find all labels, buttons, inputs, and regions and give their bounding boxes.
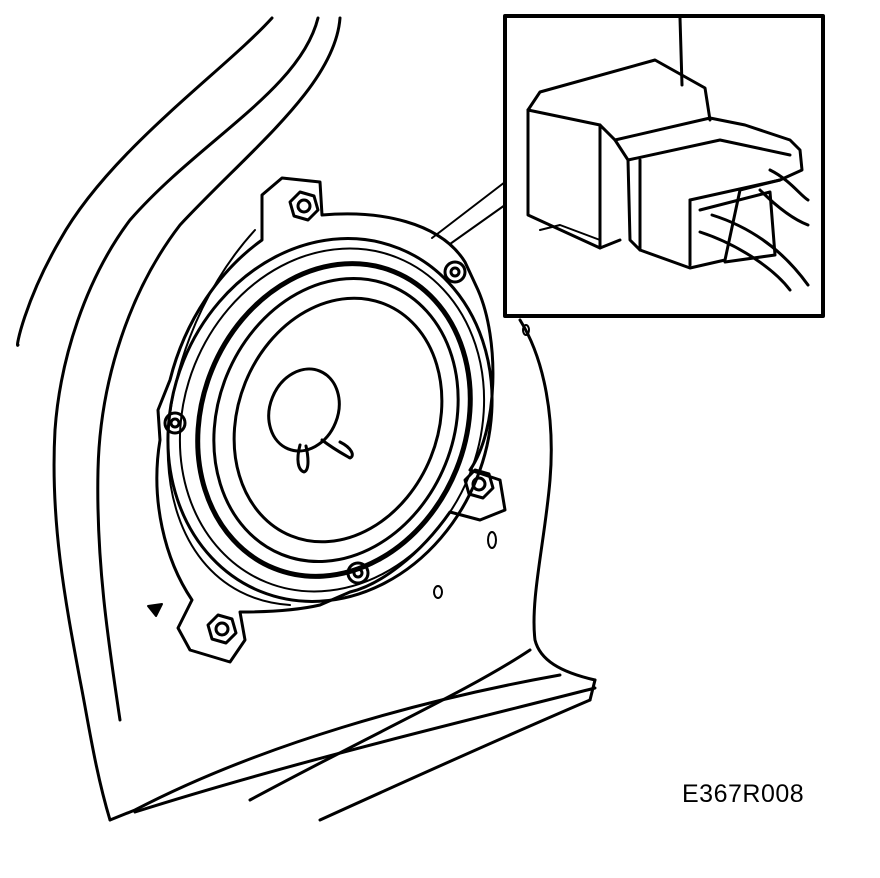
nut-icon — [443, 260, 467, 284]
panel-holes — [147, 324, 530, 617]
connector-inset — [503, 14, 825, 318]
callout-lines — [431, 181, 506, 245]
nut-icon — [346, 561, 370, 585]
figure-reference-code: E367R008 — [682, 780, 805, 808]
connector-icon — [526, 16, 810, 292]
nut-icon — [163, 411, 187, 435]
dust-cap — [267, 367, 341, 453]
nut-icon — [206, 613, 238, 645]
nut-icon — [288, 190, 320, 222]
mounting-nuts — [163, 190, 495, 645]
nut-icon — [463, 468, 495, 500]
door-panel — [16, 16, 597, 822]
